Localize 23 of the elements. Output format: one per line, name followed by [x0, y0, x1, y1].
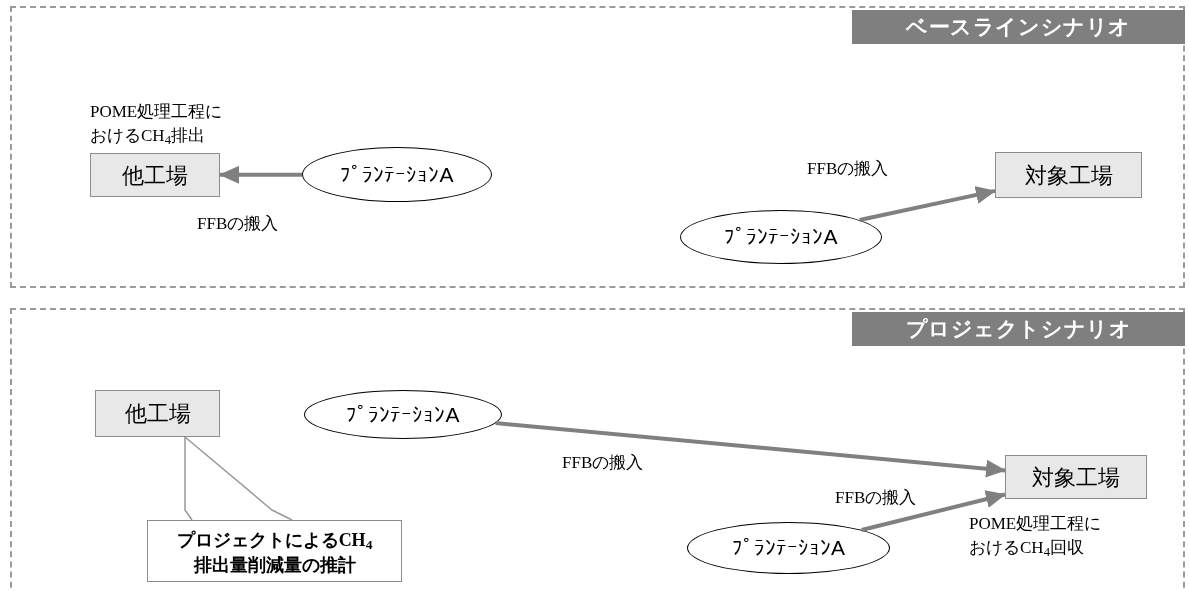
arrow: [859, 186, 996, 222]
factory-box: 対象工場: [995, 152, 1142, 198]
arrow: [861, 490, 1006, 532]
factory-box: 他工場: [90, 153, 220, 197]
factory-box: 対象工場: [1005, 455, 1147, 499]
callout-pointer: [184, 436, 293, 521]
arrow: [219, 165, 302, 184]
factory-box: 他工場: [95, 390, 220, 437]
scenario-panel: [10, 6, 1185, 288]
plantation-ellipse: ﾌﾟﾗﾝﾃｰｼｮﾝA: [680, 210, 882, 264]
plantation-ellipse: ﾌﾟﾗﾝﾃｰｼｮﾝA: [302, 147, 492, 202]
plantation-ellipse: ﾌﾟﾗﾝﾃｰｼｮﾝA: [687, 522, 890, 574]
callout-box: プロジェクトによるCH$_{4}$排出量削減量の推計: [147, 520, 402, 582]
annotation-text: POME処理工程におけるCH$_{4}$回収: [969, 513, 1103, 560]
edge-label: FFBの搬入: [833, 487, 919, 509]
scenario-heading: プロジェクトシナリオ: [852, 312, 1185, 346]
annotation-text: POME処理工程におけるCH$_{4}$排出: [90, 101, 224, 148]
edge-label: FFBの搬入: [195, 213, 281, 235]
edge-label: FFBの搬入: [805, 158, 891, 180]
plantation-ellipse: ﾌﾟﾗﾝﾃｰｼｮﾝA: [304, 390, 502, 439]
arrow: [495, 421, 1006, 478]
scenario-heading: ベースラインシナリオ: [852, 10, 1185, 44]
edge-label: FFBの搬入: [560, 452, 646, 474]
